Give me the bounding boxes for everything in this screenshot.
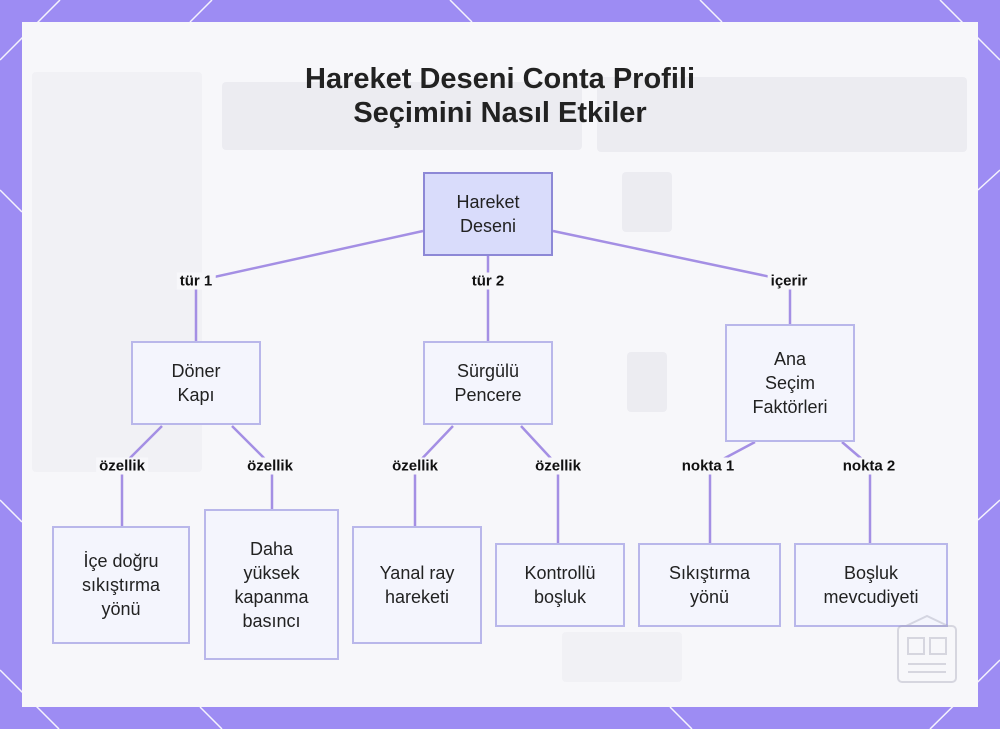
edge-label-ozellik-1: özellik [96, 457, 148, 475]
edge-root-ana [552, 229, 792, 324]
node-kontrollu-bosluk: Kontrollü boşluk [495, 543, 625, 627]
diagram-title: Hareket Deseni Conta Profili Seçimini Na… [0, 62, 1000, 130]
edge-label-ozellik-2: özellik [244, 457, 296, 475]
node-surgulu-pencere-label: Sürgülü Pencere [454, 361, 522, 405]
edge-label-tur1: tür 1 [176, 272, 216, 290]
logo-watermark-icon [897, 614, 957, 683]
node-kontrollu-bosluk-label: Kontrollü boşluk [524, 563, 596, 607]
node-ice-dogru-label: İçe doğru sıkıştırma yönü [81, 551, 160, 619]
node-surgulu-pencere: Sürgülü Pencere [423, 341, 553, 425]
edge-surgulu-kontrollu [520, 425, 560, 543]
node-yanal-ray-label: Yanal ray hareketi [379, 563, 455, 607]
node-doner-kapi: Döner Kapı [131, 341, 261, 425]
node-doner-kapi-label: Döner Kapı [171, 361, 221, 405]
node-sikistirma-yonu: Sıkıştırma yönü [638, 543, 781, 627]
node-bosluk-mevcudiyeti: Boşluk mevcudiyeti [794, 543, 948, 627]
node-daha-yuksek: Daha yüksek kapanma basıncı [204, 509, 339, 660]
node-bosluk-mevcudiyeti-label: Boşluk mevcudiyeti [823, 563, 919, 607]
node-ana-secim-faktorleri-label: Ana Seçim Faktörleri [752, 349, 828, 417]
node-hareket-deseni-label: Hareket Deseni [456, 192, 520, 236]
edge-surgulu-yanal [413, 425, 454, 526]
edge-label-icerir: içerir [767, 272, 811, 290]
node-yanal-ray: Yanal ray hareketi [352, 526, 482, 644]
edge-label-nokta-1: nokta 1 [678, 457, 738, 475]
edge-doner-ice [120, 425, 163, 526]
edge-label-ozellik-3: özellik [389, 457, 441, 475]
edge-label-tur2: tür 2 [468, 272, 508, 290]
edge-label-nokta-2: nokta 2 [839, 457, 899, 475]
edge-label-ozellik-4: özellik [532, 457, 584, 475]
edge-root-doner [194, 229, 424, 341]
title-line-1: Hareket Deseni Conta Profili [305, 63, 695, 95]
title-line-2: Seçimini Nasıl Etkiler [353, 97, 647, 129]
node-ice-dogru: İçe doğru sıkıştırma yönü [52, 526, 190, 644]
node-daha-yuksek-label: Daha yüksek kapanma basıncı [234, 538, 309, 631]
node-ana-secim-faktorleri: Ana Seçim Faktörleri [725, 324, 855, 442]
node-sikistirma-yonu-label: Sıkıştırma yönü [668, 563, 750, 607]
node-hareket-deseni: Hareket Deseni [423, 172, 553, 256]
